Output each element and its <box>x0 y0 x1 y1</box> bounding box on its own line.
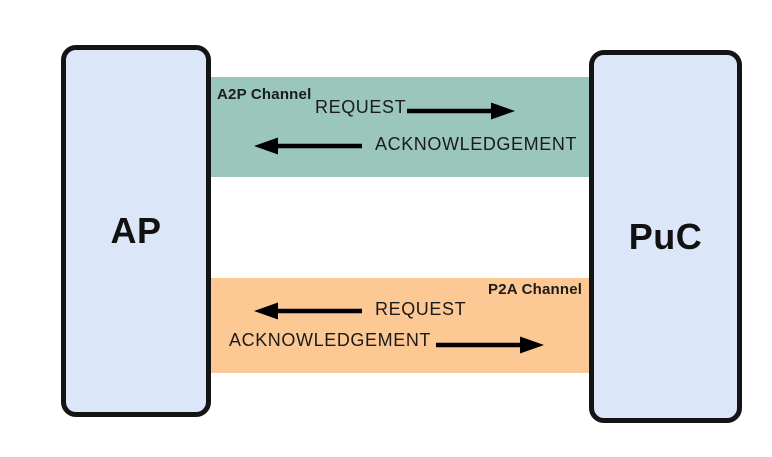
node-ap-label: AP <box>110 210 162 251</box>
a2p-channel-band <box>208 77 592 177</box>
a2p-request-label: REQUEST <box>315 97 407 117</box>
a2p-channel-label: A2P Channel <box>217 86 312 103</box>
node-puc: PuC <box>589 50 742 423</box>
node-puc-label: PuC <box>628 215 703 257</box>
p2a-request-label: REQUEST <box>375 299 467 319</box>
arrow-left-icon <box>254 302 362 320</box>
arrow-left-icon <box>254 137 362 155</box>
node-ap: AP <box>61 45 211 417</box>
arrow-right-icon <box>436 336 544 354</box>
p2a-channel-band <box>208 278 592 373</box>
arrow-right-icon <box>407 102 515 120</box>
a2p-acknowledgement-label: ACKNOWLEDGEMENT <box>375 134 578 154</box>
p2a-channel-label: P2A Channel <box>488 281 583 298</box>
p2a-acknowledgement-label: ACKNOWLEDGEMENT <box>229 330 432 350</box>
